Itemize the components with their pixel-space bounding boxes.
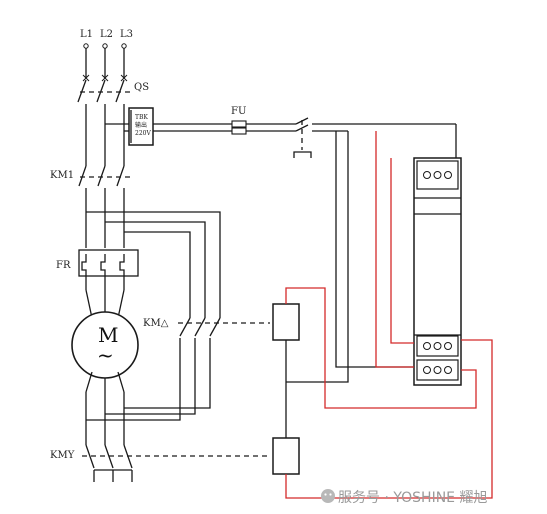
coil-km-delta: [272, 303, 300, 341]
km1-contactor: [78, 165, 130, 248]
control-supply-wires: [153, 120, 296, 135]
fuse-2: [231, 127, 247, 135]
wechat-icon: [321, 489, 335, 503]
qs-switch: [77, 74, 130, 166]
motor-symbol: ~: [97, 343, 114, 367]
label-qs: QS: [134, 82, 149, 93]
transformer-line1: TBK: [135, 114, 148, 121]
label-l1: L1: [80, 29, 93, 40]
label-kmy: KMY: [50, 450, 75, 461]
watermark-text: 服务号 · YOSHINE 耀旭: [338, 490, 487, 506]
motor-lower-leads: [85, 392, 125, 445]
incoming-lines: [83, 43, 127, 78]
label-l3: L3: [120, 29, 133, 40]
motor-label: M: [98, 323, 118, 347]
fr-thermal-relay: [78, 249, 139, 290]
kmy-contactor: [82, 444, 270, 482]
relay-module: [413, 157, 462, 386]
km-delta-contactor: [86, 317, 270, 421]
fuse-1: [231, 120, 247, 128]
label-l2: L2: [100, 29, 113, 40]
coil-kmy: [272, 437, 300, 475]
transformer-box: TBK 输出 220V: [105, 107, 154, 146]
transformer-line2: 输出: [135, 121, 147, 129]
control-common-wires: [285, 131, 414, 438]
delta-feed-wires: [86, 211, 221, 318]
motor: [71, 289, 139, 393]
label-km1: KM1: [50, 170, 74, 181]
label-km-delta: KM△: [143, 318, 169, 329]
control-switch: [293, 117, 457, 158]
transformer-line3: 220V: [135, 130, 151, 137]
label-fr: FR: [56, 260, 71, 271]
watermark: 服务号 · YOSHINE 耀旭: [321, 489, 487, 506]
label-fu: FU: [231, 106, 246, 117]
relay-control-wires: [285, 131, 493, 499]
